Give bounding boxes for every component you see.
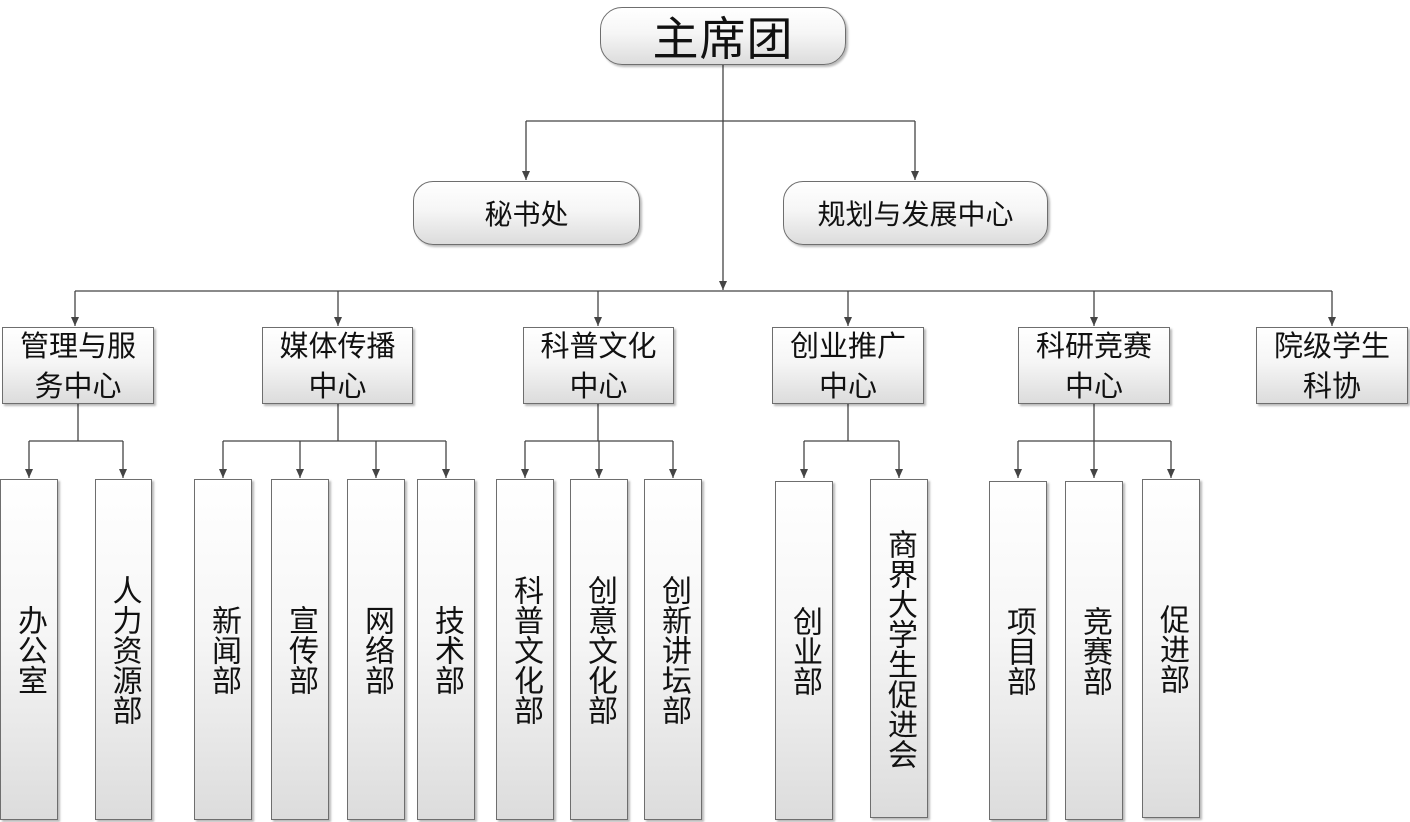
dept-label: 技术部 <box>429 604 464 695</box>
dept-label: 办公室 <box>12 604 47 695</box>
dept-label: 商界大学生促进会 <box>882 528 917 769</box>
node-dept-publicity: 宣传部 <box>271 479 329 820</box>
node-planning-development-center: 规划与发展中心 <box>783 181 1048 245</box>
center-label: 管理与服务中心 <box>19 328 136 403</box>
node-center-college-association: 院级学生科协 <box>1256 327 1408 404</box>
dept-label: 宣传部 <box>283 604 318 695</box>
dept-label: 网络部 <box>359 604 394 695</box>
dept-label: 科普文化部 <box>508 574 543 725</box>
node-center-management-service: 管理与服务中心 <box>2 327 154 404</box>
center-label: 媒体传播中心 <box>279 328 396 403</box>
node-center-entrepreneurship: 创业推广中心 <box>772 327 924 404</box>
node-center-science-culture: 科普文化中心 <box>523 327 674 404</box>
dept-label: 创意文化部 <box>582 574 617 725</box>
dept-label: 人力资源部 <box>106 574 142 725</box>
center-label: 创业推广中心 <box>789 328 906 403</box>
node-dept-projects: 项目部 <box>989 481 1047 820</box>
node-planning-development-center-label: 规划与发展中心 <box>817 198 1014 231</box>
node-dept-news: 新闻部 <box>194 479 252 820</box>
center-label: 科普文化中心 <box>540 328 657 403</box>
dept-label: 项目部 <box>1001 605 1036 696</box>
node-presidium: 主席团 <box>600 7 846 66</box>
dept-label: 新闻部 <box>206 604 241 695</box>
node-dept-network: 网络部 <box>347 479 405 820</box>
node-dept-human-resources: 人力资源部 <box>95 479 152 820</box>
dept-label: 创业部 <box>787 605 822 696</box>
node-secretariat: 秘书处 <box>413 181 640 245</box>
node-dept-technology: 技术部 <box>417 479 475 820</box>
node-center-media: 媒体传播中心 <box>262 327 413 404</box>
dept-label: 竞赛部 <box>1077 605 1112 696</box>
center-label: 院级学生科协 <box>1273 328 1390 403</box>
node-dept-science-culture: 科普文化部 <box>496 479 554 820</box>
dept-label: 创新讲坛部 <box>656 574 691 725</box>
node-dept-office: 办公室 <box>0 479 58 820</box>
node-dept-promotion: 促进部 <box>1142 479 1200 818</box>
node-dept-entrepreneurship: 创业部 <box>775 481 833 820</box>
node-secretariat-label: 秘书处 <box>484 198 569 231</box>
center-label: 科研竞赛中心 <box>1035 328 1152 403</box>
node-presidium-label: 主席团 <box>652 12 794 66</box>
node-dept-business-student-association: 商界大学生促进会 <box>870 479 928 818</box>
node-dept-competition: 竞赛部 <box>1065 481 1123 820</box>
node-dept-creative-culture: 创意文化部 <box>570 479 628 820</box>
node-dept-innovation-forum: 创新讲坛部 <box>644 479 702 820</box>
node-center-research-competition: 科研竞赛中心 <box>1018 327 1170 404</box>
dept-label: 促进部 <box>1154 603 1189 694</box>
